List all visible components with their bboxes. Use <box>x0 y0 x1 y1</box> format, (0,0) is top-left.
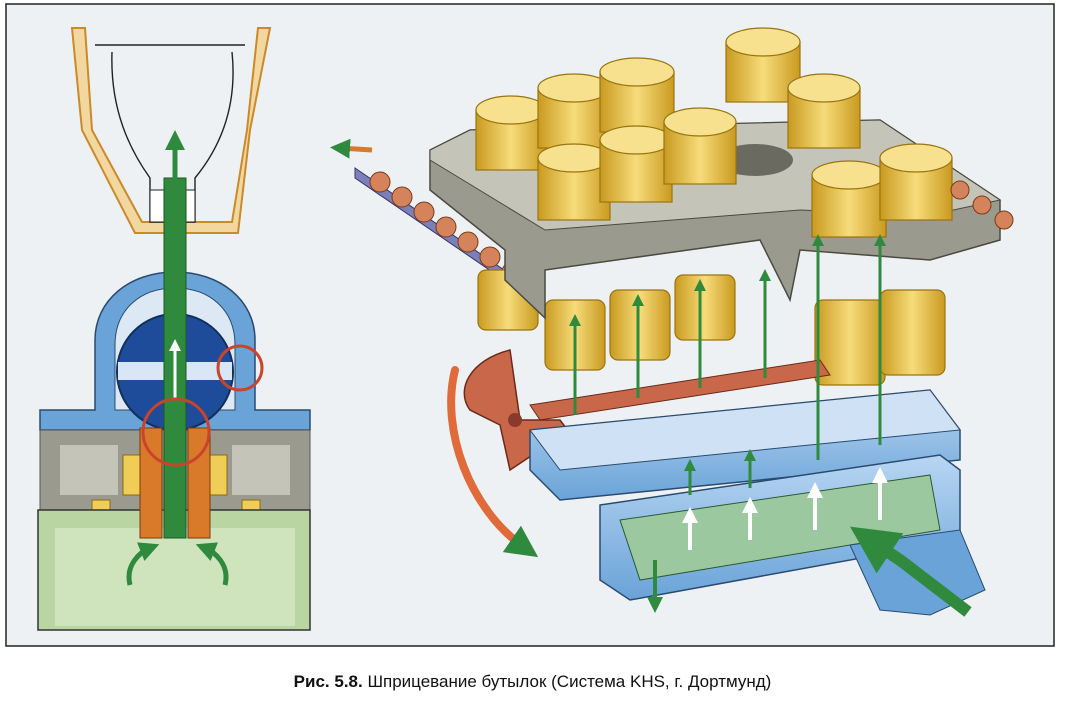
upper-manifold <box>529 389 961 501</box>
spray-jets <box>569 234 886 495</box>
top-cups <box>475 27 953 238</box>
left-nozzle-detail <box>37 27 311 631</box>
orange-sleeve <box>139 427 163 539</box>
detail-circle-ball <box>216 344 264 392</box>
figure-caption: Рис. 5.8. Шприцевание бутылок (Система K… <box>0 672 1065 692</box>
lower-cups <box>477 269 946 386</box>
spraying-machine <box>330 27 1014 617</box>
caption-label: Рис. 5.8. <box>293 672 363 691</box>
inflow-arrows <box>647 467 972 617</box>
bottle-holder <box>70 27 272 234</box>
detail-circle-seal <box>141 397 211 467</box>
caption-text: Шприцевание бутылок (Система KHS, г. Дор… <box>362 672 772 691</box>
